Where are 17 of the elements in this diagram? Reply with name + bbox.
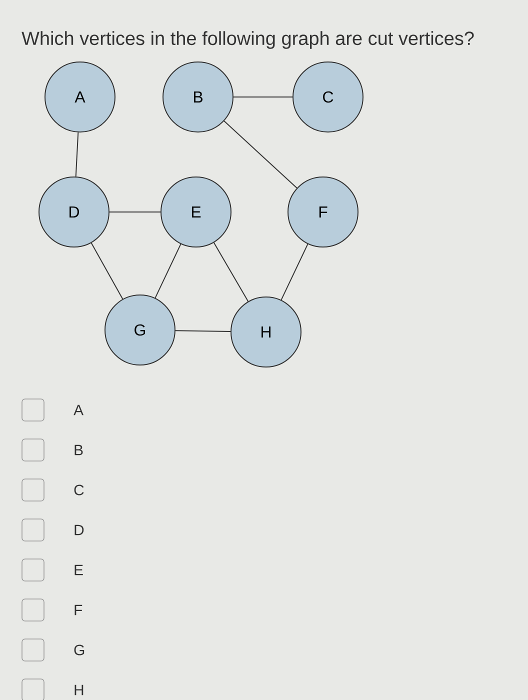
option-label: D [74, 524, 84, 536]
edge-line [154, 244, 182, 298]
option-label: E [74, 564, 83, 576]
option-label: A [74, 404, 84, 416]
option-label: B [74, 444, 83, 456]
edge-line [175, 330, 231, 332]
edge-line [233, 96, 293, 98]
edge-line [90, 242, 124, 300]
question-title: Which vertices in the following graph are cut vertices? [22, 31, 474, 49]
edge-line [75, 132, 79, 178]
edge-line [280, 244, 308, 300]
edge-line [224, 120, 298, 188]
option-label: G [74, 644, 84, 656]
option-label: C [74, 484, 84, 496]
option-label: F [74, 604, 82, 616]
option-label: H [74, 684, 84, 696]
edge-line [213, 242, 249, 302]
